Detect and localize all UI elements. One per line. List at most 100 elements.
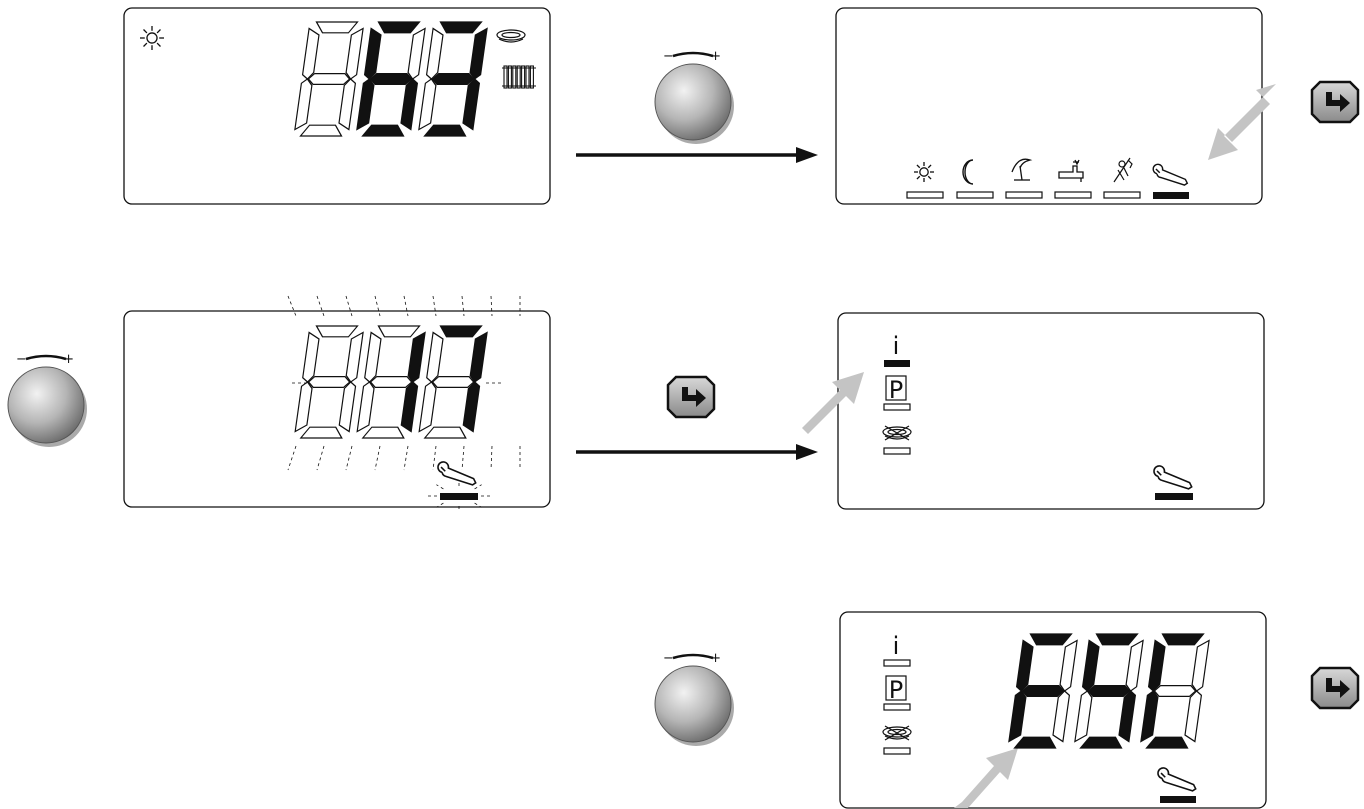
panel3-wrench-bar xyxy=(440,493,478,500)
panel3-digit-2-segment-a xyxy=(377,325,421,338)
panel3-digit-1-segment-b xyxy=(345,331,364,383)
display-panel-3 xyxy=(123,310,551,508)
panel5-digit-2-segment-f xyxy=(1081,639,1100,692)
panel5-digit-1-segment-e xyxy=(1008,690,1027,743)
panel5-digit-3-segment-g xyxy=(1153,684,1197,698)
panel1-digit-2-segment-f xyxy=(363,27,382,80)
panel5-digit-1-segment-b xyxy=(1059,639,1078,692)
sun-icon xyxy=(140,26,164,50)
rotary-knob-1[interactable]: − + xyxy=(654,49,734,144)
panel1-digit-3-segment-b xyxy=(469,27,488,80)
panel4-menu-bar-1 xyxy=(884,360,910,367)
panel4-wrench-icon xyxy=(1153,465,1193,490)
menu-hot-water-tap-icon xyxy=(1058,159,1084,182)
display-panel-4 xyxy=(837,312,1265,510)
rotary-knob-2[interactable]: − + xyxy=(7,352,87,447)
panel1-digit-3-segment-g xyxy=(431,72,475,86)
panel4-burner-crossed-icon xyxy=(882,425,912,441)
panel1-digit-2-segment-c xyxy=(400,78,419,131)
panel4-wrench-bar xyxy=(1155,493,1193,500)
panel1-digit-3-segment-f xyxy=(425,27,444,80)
panel3-digit-2-segment-f xyxy=(364,331,382,383)
panel1-digit-1-segment-b xyxy=(345,27,364,80)
panel5-digit-3-segment-b xyxy=(1191,639,1210,692)
rotary-knob-2-sign-label: − + xyxy=(16,352,74,367)
panel3-digit-1-segment-c xyxy=(338,381,357,433)
menu-vacation-icon xyxy=(1011,158,1033,181)
panel5-menu-bar-1 xyxy=(883,659,911,667)
blink-rays xyxy=(287,295,521,512)
panel1-digit-3-segment-c xyxy=(462,78,481,131)
panel5-wrench-icon xyxy=(1157,767,1197,792)
panel5-digit-2-segment-c xyxy=(1118,690,1137,743)
radiator-icon xyxy=(502,65,536,89)
menu-bar-2 xyxy=(956,191,994,199)
panel3-digit-1-segment-f xyxy=(302,331,320,383)
pointer-arrow-info xyxy=(794,372,864,434)
panel5-digit-2-segment-b xyxy=(1125,639,1144,692)
panel3-digit-3-segment-g xyxy=(431,375,475,389)
panel3-digit-2-segment-d xyxy=(361,426,405,439)
panel1-digit-2-segment-b xyxy=(407,27,426,80)
panel4-menu-bar-3 xyxy=(883,447,911,455)
panel1-digit-1-segment-e xyxy=(294,78,313,131)
enter-button-1[interactable] xyxy=(1310,80,1360,124)
panel5-digit-3-segment-a xyxy=(1161,633,1205,646)
menu-moon-icon xyxy=(962,159,974,185)
pointer-arrow-esc xyxy=(954,748,1018,808)
panel1-digit-3-segment-e xyxy=(418,78,437,131)
menu-bar-6 xyxy=(1153,192,1189,199)
panel5-digit-1-segment-c xyxy=(1052,690,1071,743)
panel5-digit-1 xyxy=(1008,633,1078,749)
panel5-digit-2-segment-g xyxy=(1087,684,1131,698)
panel1-digit-3-segment-d xyxy=(423,124,467,137)
menu-chimney-sweep-icon xyxy=(1113,157,1133,183)
panel3-digit-3-segment-a xyxy=(439,325,483,338)
panel3-digit-3 xyxy=(418,325,488,439)
panel1-digit-3 xyxy=(418,21,488,137)
panel5-parameter-icon: P xyxy=(889,676,903,704)
panel3-digit-1-segment-a xyxy=(315,325,359,338)
panel5-digit-1-segment-a xyxy=(1029,633,1073,646)
panel5-digit-2 xyxy=(1074,633,1144,749)
panel5-digit-1-segment-f xyxy=(1015,639,1034,692)
panel4-menu-bar-2 xyxy=(883,403,911,411)
rotary-knob-1-sign-label: − + xyxy=(663,49,721,64)
panel5-digit-3 xyxy=(1140,633,1210,749)
panel5-menu-bar-3 xyxy=(883,747,911,755)
panel5-digit-2-segment-a xyxy=(1095,633,1139,646)
panel1-digit-1-segment-d xyxy=(299,124,343,137)
panel5-digit-3-segment-e xyxy=(1140,690,1159,743)
panel1-digit-2-segment-g xyxy=(369,72,413,86)
panel3-digit-2-segment-e xyxy=(356,381,375,433)
panel1-digit-2-segment-a xyxy=(377,21,421,34)
panel3-digit-2 xyxy=(356,325,426,439)
wrench-icon-blinking xyxy=(437,461,477,486)
panel5-burner-crossed-icon xyxy=(882,725,912,741)
menu-wrench-icon xyxy=(1152,163,1189,186)
panel5-info-icon: i xyxy=(893,632,900,660)
panel1-digit-3-segment-a xyxy=(439,21,483,34)
panel3-digit-3-segment-f xyxy=(426,331,444,383)
panel3-digit-2-segment-c xyxy=(400,381,419,433)
panel1-digit-2-segment-d xyxy=(361,124,405,137)
panel3-digit-1 xyxy=(294,325,364,439)
flow-arrow-2 xyxy=(576,444,818,460)
panel3-digit-3-segment-e xyxy=(418,381,437,433)
panel5-digit-2-segment-d xyxy=(1079,736,1123,749)
burner-flame-icon xyxy=(496,29,526,43)
flow-arrow-1 xyxy=(576,147,818,163)
panel3-digit-3-segment-b xyxy=(469,331,488,383)
rotary-knob-3[interactable]: − + xyxy=(654,651,734,746)
panel1-digit-1-segment-f xyxy=(301,27,320,80)
panel3-digit-1-segment-g xyxy=(307,375,351,389)
enter-button-3[interactable] xyxy=(1310,666,1360,710)
panel4-parameter-icon: P xyxy=(889,376,903,404)
enter-button-2[interactable] xyxy=(666,375,716,419)
panel5-digit-3-segment-c xyxy=(1184,690,1203,743)
panel1-digit-1-segment-g xyxy=(307,72,351,86)
panel1-digit-1 xyxy=(294,21,364,137)
panel3-digit-2-segment-g xyxy=(369,375,413,389)
panel1-digit-2-segment-e xyxy=(356,78,375,131)
